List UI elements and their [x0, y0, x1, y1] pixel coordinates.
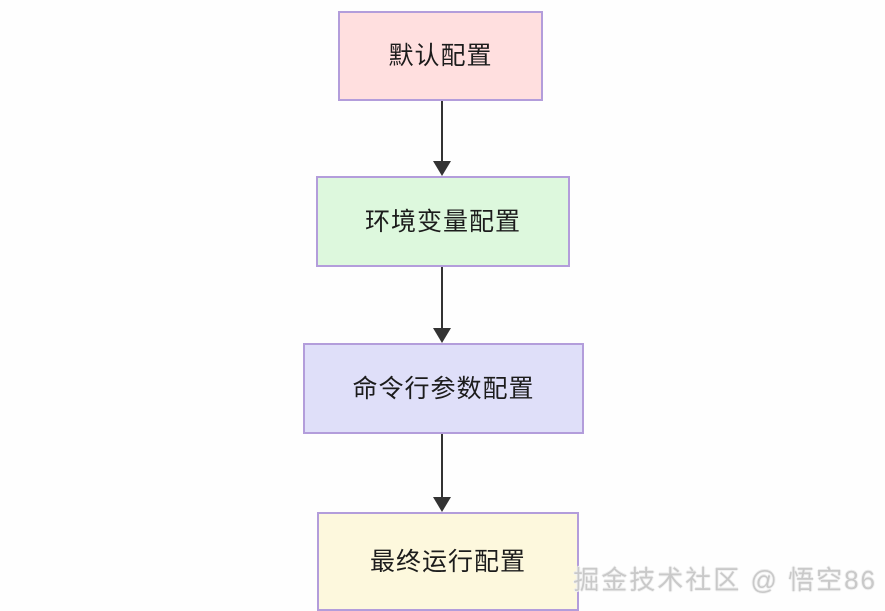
flow-node-label: 命令行参数配置 — [352, 374, 535, 403]
edge-cli-to-final — [433, 434, 451, 512]
edge-env-to-cli — [433, 267, 451, 343]
flow-node-final-runtime-config[interactable]: 最终运行配置 — [317, 512, 579, 611]
watermark-text: 掘金技术社区 @ 悟空86 — [573, 565, 877, 595]
flow-node-label: 环境变量配置 — [364, 207, 521, 236]
flow-node-default-config[interactable]: 默认配置 — [338, 11, 543, 101]
flow-node-command-line-args-config[interactable]: 命令行参数配置 — [303, 343, 584, 434]
flow-node-env-variable-config[interactable]: 环境变量配置 — [316, 176, 570, 267]
flow-node-label: 最终运行配置 — [369, 547, 526, 576]
flow-node-label: 默认配置 — [388, 42, 493, 70]
edge-default-to-env — [433, 101, 451, 176]
